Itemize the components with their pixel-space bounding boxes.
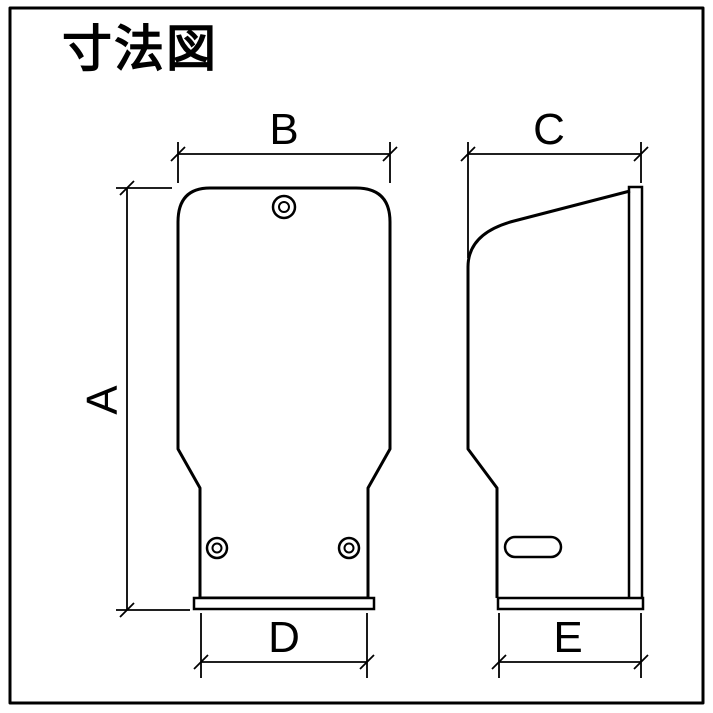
side-slot: [503, 535, 563, 559]
front-base-plate: [192, 596, 376, 611]
front-bottom-right-hole-inner: [343, 542, 355, 554]
dimension-a-tick-bottom: [119, 602, 135, 618]
frame-border: [8, 6, 705, 705]
dimension-label-e: E: [553, 613, 582, 662]
dimension-b-tick-left: [170, 146, 186, 162]
front-top-screw-hole-inner: [278, 201, 290, 213]
dimension-a: A: [78, 180, 190, 618]
dimension-a-tick-top: [119, 180, 135, 196]
side-view: [466, 185, 645, 611]
side-back-plate: [627, 185, 644, 601]
dimension-d-tick-left: [193, 654, 209, 670]
dimension-d-tick-right: [359, 654, 375, 670]
side-base-plate: [496, 596, 645, 611]
dimension-e-tick-left: [491, 654, 507, 670]
dimension-c-tick-right: [633, 146, 649, 162]
side-view-outline: [466, 189, 631, 598]
dimension-b: B: [170, 105, 398, 183]
dimension-label-b: B: [269, 105, 298, 154]
dimension-d: D: [193, 613, 375, 678]
dimension-b-tick-right: [382, 146, 398, 162]
dimension-label-c: C: [533, 105, 565, 154]
dimension-label-a: A: [78, 385, 127, 415]
dimension-c: C: [460, 105, 649, 258]
dimension-e-tick-right: [633, 654, 649, 670]
front-view: [176, 186, 392, 611]
dimension-e: E: [491, 613, 649, 678]
front-view-outline: [176, 186, 392, 600]
diagram-title: 寸法図: [62, 21, 218, 77]
dimension-c-tick-left: [460, 146, 476, 162]
front-bottom-left-hole-inner: [211, 542, 223, 554]
dimension-label-d: D: [268, 613, 300, 662]
